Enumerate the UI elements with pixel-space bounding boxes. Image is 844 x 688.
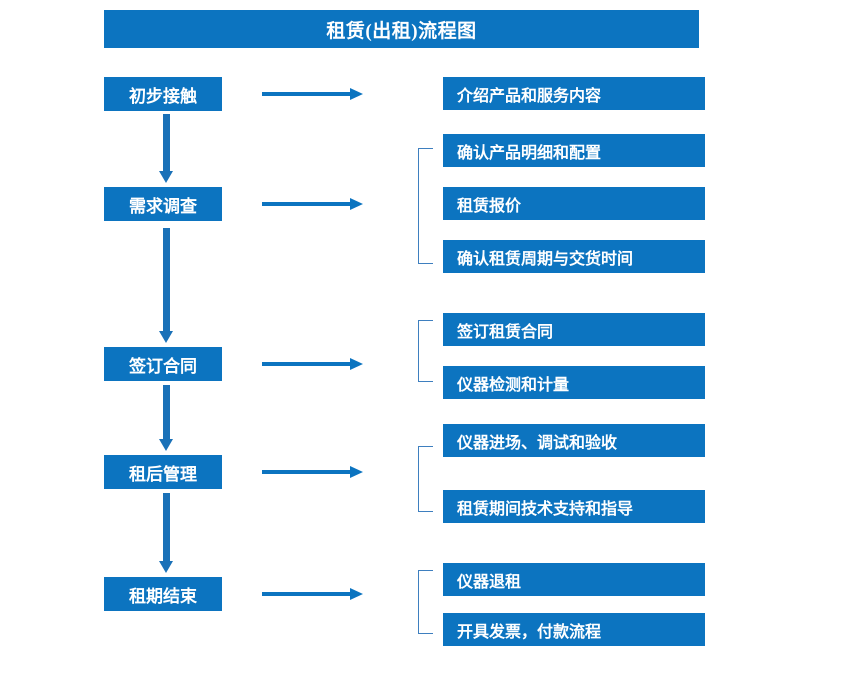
detail-node-5[interactable]: 签订租赁合同 — [443, 313, 705, 346]
detail-node-3[interactable]: 租赁报价 — [443, 187, 705, 220]
group-bracket-2 — [418, 320, 433, 382]
stage-node-1[interactable]: 初步接触 — [104, 77, 222, 111]
detail-node-7[interactable]: 仪器进场、调试和验收 — [443, 424, 705, 457]
detail-node-2[interactable]: 确认产品明细和配置 — [443, 134, 705, 167]
detail-node-4[interactable]: 确认租赁周期与交货时间 — [443, 240, 705, 273]
stage-node-2[interactable]: 需求调查 — [104, 187, 222, 221]
stage-node-3[interactable]: 签订合同 — [104, 347, 222, 381]
group-bracket-3 — [418, 446, 433, 512]
vertical-arrow-2 — [159, 228, 173, 343]
detail-node-10[interactable]: 开具发票，付款流程 — [443, 613, 705, 646]
stage-node-4[interactable]: 租后管理 — [104, 455, 222, 489]
group-bracket-1 — [418, 148, 433, 264]
vertical-arrow-3 — [159, 385, 173, 451]
page-title: 租赁(出租)流程图 — [104, 10, 699, 48]
horizontal-arrow-4 — [262, 466, 363, 478]
vertical-arrow-4 — [159, 493, 173, 573]
detail-node-6[interactable]: 仪器检测和计量 — [443, 366, 705, 399]
detail-node-1[interactable]: 介绍产品和服务内容 — [443, 77, 705, 110]
stage-node-5[interactable]: 租期结束 — [104, 577, 222, 611]
horizontal-arrow-3 — [262, 358, 363, 370]
detail-node-9[interactable]: 仪器退租 — [443, 563, 705, 596]
group-bracket-4 — [418, 570, 433, 634]
horizontal-arrow-2 — [262, 198, 363, 210]
horizontal-arrow-1 — [262, 88, 363, 100]
horizontal-arrow-5 — [262, 588, 363, 600]
detail-node-8[interactable]: 租赁期间技术支持和指导 — [443, 490, 705, 523]
vertical-arrow-1 — [159, 114, 173, 183]
